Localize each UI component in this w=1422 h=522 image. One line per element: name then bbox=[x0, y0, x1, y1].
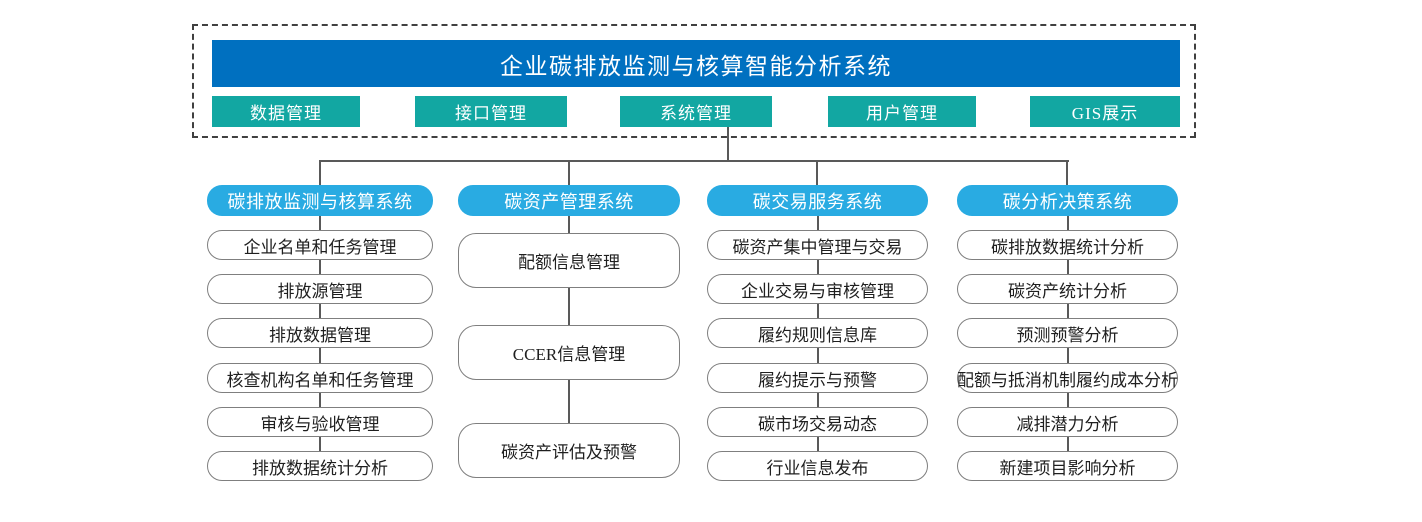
item-quota-offset-cost-analysis: 配额与抵消机制履约成本分析 bbox=[957, 363, 1178, 393]
item-reduction-potential-analysis: 减排潜力分析 bbox=[957, 407, 1178, 437]
item-emission-data: 排放数据管理 bbox=[207, 318, 433, 348]
connector-drop-col2 bbox=[568, 160, 570, 190]
column-carbon-analysis-decision: 碳分析决策系统 碳排放数据统计分析 碳资产统计分析 预测预警分析 配额与抵消机制… bbox=[957, 185, 1178, 485]
module-button-data-management: 数据管理 bbox=[212, 96, 360, 127]
item-forecast-warning-analysis: 预测预警分析 bbox=[957, 318, 1178, 348]
column-carbon-asset-management: 碳资产管理系统 配额信息管理 CCER信息管理 碳资产评估及预警 bbox=[458, 185, 680, 485]
column-header-carbon-asset: 碳资产管理系统 bbox=[458, 185, 680, 216]
module-button-gis-display: GIS展示 bbox=[1030, 96, 1180, 127]
item-asset-evaluation-warning: 碳资产评估及预警 bbox=[458, 423, 680, 478]
connector-drop-col1 bbox=[319, 160, 321, 190]
connector-root-vertical bbox=[727, 127, 729, 161]
column-header-carbon-trading: 碳交易服务系统 bbox=[707, 185, 928, 216]
column-emission-monitoring: 碳排放监测与核算系统 企业名单和任务管理 排放源管理 排放数据管理 核查机构名单… bbox=[207, 185, 433, 485]
item-review-acceptance: 审核与验收管理 bbox=[207, 407, 433, 437]
item-quota-info: 配额信息管理 bbox=[458, 233, 680, 288]
system-title: 企业碳排放监测与核算智能分析系统 bbox=[500, 53, 892, 79]
item-industry-info-release: 行业信息发布 bbox=[707, 451, 928, 481]
module-button-user-management: 用户管理 bbox=[828, 96, 976, 127]
item-enterprise-trading-review: 企业交易与审核管理 bbox=[707, 274, 928, 304]
column-carbon-trading-service: 碳交易服务系统 碳资产集中管理与交易 企业交易与审核管理 履约规则信息库 履约提… bbox=[707, 185, 928, 485]
column-header-emission-monitoring: 碳排放监测与核算系统 bbox=[207, 185, 433, 216]
connector-horizontal bbox=[319, 160, 1069, 162]
item-market-dynamics: 碳市场交易动态 bbox=[707, 407, 928, 437]
column-header-carbon-analysis: 碳分析决策系统 bbox=[957, 185, 1178, 216]
item-emission-data-analysis: 碳排放数据统计分析 bbox=[957, 230, 1178, 260]
connector-drop-col4 bbox=[1066, 160, 1068, 190]
module-button-system-management: 系统管理 bbox=[620, 96, 772, 127]
module-button-interface-management: 接口管理 bbox=[415, 96, 567, 127]
item-emission-statistics: 排放数据统计分析 bbox=[207, 451, 433, 481]
top-group-dashed-border bbox=[192, 24, 1196, 138]
item-new-project-impact-analysis: 新建项目影响分析 bbox=[957, 451, 1178, 481]
system-title-bar: 企业碳排放监测与核算智能分析系统 bbox=[212, 40, 1180, 87]
item-asset-statistics-analysis: 碳资产统计分析 bbox=[957, 274, 1178, 304]
item-ccer-info: CCER信息管理 bbox=[458, 325, 680, 380]
connector-drop-col3 bbox=[816, 160, 818, 190]
item-verification-agency: 核查机构名单和任务管理 bbox=[207, 363, 433, 393]
item-enterprise-list-task: 企业名单和任务管理 bbox=[207, 230, 433, 260]
item-emission-source: 排放源管理 bbox=[207, 274, 433, 304]
item-asset-centralized-trading: 碳资产集中管理与交易 bbox=[707, 230, 928, 260]
item-compliance-reminder: 履约提示与预警 bbox=[707, 363, 928, 393]
item-compliance-rule-base: 履约规则信息库 bbox=[707, 318, 928, 348]
